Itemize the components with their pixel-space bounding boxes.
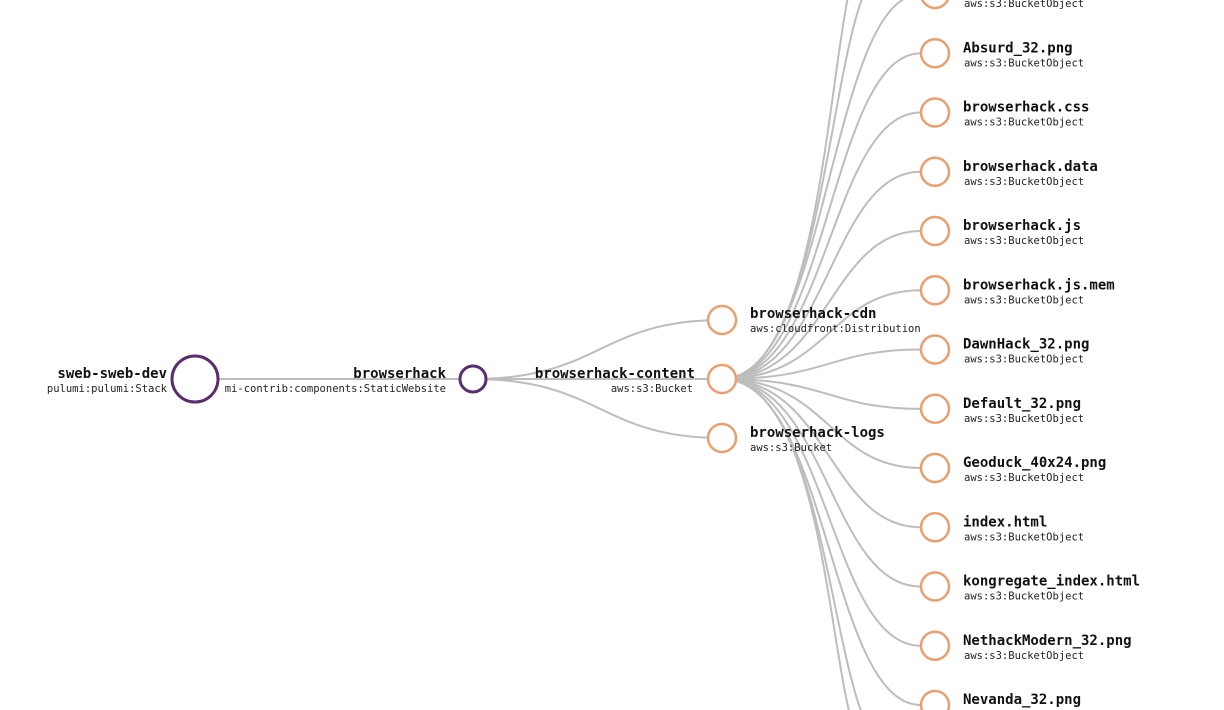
node-bucket-object-circle[interactable] [920, 0, 950, 10]
node-bucket-object-type: aws:s3:BucketObject [964, 294, 1084, 306]
node-bucket-object-name: browserhack.css [963, 100, 1089, 116]
node-content-type: aws:s3:Bucket [611, 383, 693, 395]
edge-content-object [721, 378, 922, 706]
node-bucket-object-name: browserhack.js [963, 218, 1081, 234]
node-bucket-object[interactable]: aws:s3:BucketObject [920, 0, 1084, 10]
node-bucket-object-circle[interactable] [919, 571, 951, 602]
node-content[interactable]: browserhack-content aws:s3:Bucket [535, 363, 738, 395]
node-content-circle[interactable] [706, 363, 738, 395]
node-bucket-object-circle[interactable] [919, 97, 951, 128]
edge-content-object [721, 289, 922, 380]
node-bucket-object-circle[interactable] [919, 334, 951, 365]
node-stack-type: pulumi:pulumi:Stack [47, 383, 168, 395]
node-bucket-object-name: browserhack.js.mem [963, 277, 1115, 293]
node-website[interactable]: browserhack mi-contrib:components:Static… [225, 364, 488, 395]
node-logs-circle[interactable] [706, 422, 738, 454]
node-cdn[interactable]: browserhack-cdn aws:cloudfront:Distribut… [706, 304, 921, 336]
object-edges [721, 0, 922, 706]
edge-content-object [721, 230, 922, 380]
edge-content-object [721, 111, 922, 380]
node-website-name: browserhack [353, 366, 446, 382]
node-logs-type: aws:s3:Bucket [750, 442, 832, 454]
node-bucket-object-name: Geoduck_40x24.png [963, 455, 1106, 471]
node-stack-circle[interactable] [170, 354, 220, 404]
node-bucket-object-name: NethackModern_32.png [963, 633, 1132, 649]
edge-website-logs [472, 378, 723, 439]
node-bucket-object-circle[interactable] [919, 275, 951, 306]
node-logs-name: browserhack-logs [750, 425, 885, 441]
node-bucket-object-name: Absurd_32.png [963, 40, 1073, 56]
node-bucket-object-type: aws:s3:BucketObject [964, 650, 1084, 662]
node-bucket-object-type: aws:s3:BucketObject [964, 413, 1084, 425]
node-bucket-object-type: aws:s3:BucketObject [964, 354, 1084, 366]
node-content-name: browserhack-content [535, 366, 695, 382]
edge-website-cdn [472, 319, 723, 380]
node-website-type: mi-contrib:components:StaticWebsite [225, 383, 446, 395]
node-logs[interactable]: browserhack-logs aws:s3:Bucket [706, 422, 885, 454]
node-bucket-object-circle[interactable] [919, 512, 951, 543]
node-bucket-object-circle[interactable] [919, 630, 951, 661]
node-cdn-name: browserhack-cdn [750, 306, 876, 322]
node-website-circle[interactable] [458, 364, 488, 394]
node-bucket-object-name: DawnHack_32.png [963, 337, 1089, 353]
node-bucket-object-type: aws:s3:BucketObject [964, 472, 1084, 484]
edge-content-object [721, 378, 922, 529]
node-bucket-object-name: browserhack.data [963, 159, 1098, 175]
edge-content-object [721, 378, 922, 647]
node-stack-name: sweb-sweb-dev [57, 366, 167, 382]
edge-content-object [721, 378, 922, 410]
node-bucket-object-circle[interactable] [919, 452, 951, 484]
node-cdn-circle[interactable] [706, 304, 738, 336]
node-stack[interactable]: sweb-sweb-dev pulumi:pulumi:Stack [47, 354, 220, 404]
edge-content-object [721, 0, 905, 380]
node-bucket-object-type: aws:s3:BucketObject [964, 176, 1084, 188]
node-bucket-object-type: aws:s3:BucketObject [964, 0, 1084, 10]
node-bucket-object-circle[interactable] [919, 689, 951, 710]
node-bucket-object-type: aws:s3:BucketObject [964, 235, 1084, 247]
node-cdn-type: aws:cloudfront:Distribution [750, 323, 921, 335]
node-bucket-object[interactable]: Nevanda_32.png [919, 689, 1081, 710]
edge-content-object [721, 52, 922, 380]
node-bucket-object-circle[interactable] [919, 393, 951, 424]
node-bucket-object-circle[interactable] [919, 38, 951, 69]
node-bucket-object-type: aws:s3:BucketObject [964, 531, 1084, 543]
node-bucket-object-type: aws:s3:BucketObject [964, 57, 1084, 69]
edge-content-object [721, 348, 922, 380]
node-bucket-object-name: kongregate_index.html [963, 574, 1140, 590]
node-bucket-object-name: Default_32.png [963, 396, 1081, 412]
edge-content-object [721, 170, 922, 380]
node-bucket-object-type: aws:s3:BucketObject [964, 117, 1084, 129]
edge-content-object [721, 378, 922, 469]
node-bucket-object-circle[interactable] [919, 215, 951, 247]
graph-nodes: sweb-sweb-dev pulumi:pulumi:Stack browse… [47, 304, 921, 454]
node-bucket-object-type: aws:s3:BucketObject [964, 591, 1084, 603]
node-bucket-object-name: Nevanda_32.png [963, 692, 1081, 708]
edge-content-object [721, 378, 922, 588]
node-bucket-object-circle[interactable] [919, 156, 951, 187]
node-bucket-object-name: index.html [963, 514, 1047, 530]
bucket-object-nodes: aws:s3:BucketObjectAbsurd_32.pngaws:s3:B… [919, 0, 1140, 710]
